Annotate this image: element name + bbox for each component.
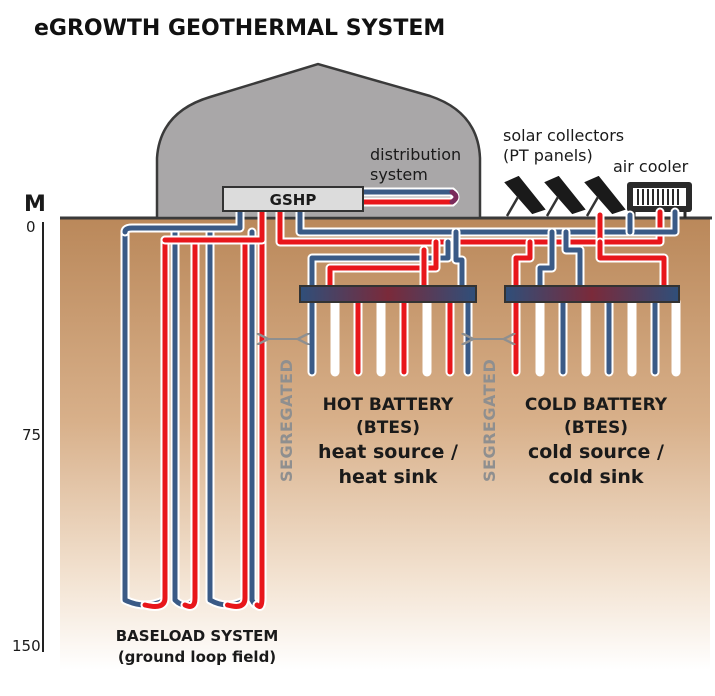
pipe-network: [120, 207, 681, 611]
baseload-label: BASELOAD SYSTEM (ground loop field): [116, 627, 279, 666]
main-header-cold: [297, 209, 678, 235]
greenhouse-building: [155, 62, 482, 220]
solar-panel: [501, 174, 549, 217]
hot-battery-role-2: heat sink: [339, 466, 438, 488]
hot-battery-role-1: heat source /: [318, 441, 458, 463]
baseload-loop-hot-leg: [182, 237, 198, 609]
hot-feeder-return: [453, 229, 465, 289]
main-header-hot: [277, 209, 663, 245]
diagram-title: eGROWTH GEOTHERMAL SYSTEM: [34, 16, 445, 41]
depth-unit-label: M: [24, 192, 46, 217]
hot-battery-title: HOT BATTERY: [323, 395, 454, 415]
air-cooler: [627, 182, 692, 218]
baseload-title: BASELOAD SYSTEM: [116, 627, 279, 645]
depth-axis: M 0 75 150: [12, 192, 46, 655]
cold-battery-role-2: cold sink: [548, 466, 643, 488]
cold-battery-role-1: cold source /: [528, 441, 664, 463]
cold-feeder-cold: [537, 229, 555, 289]
gshp-label: GSHP: [270, 191, 317, 209]
hot-battery-type: (BTES): [356, 418, 420, 438]
solar-panel: [581, 174, 629, 217]
cold-battery-label: COLD BATTERY (BTES) cold source / cold s…: [525, 395, 668, 488]
segregated-label-left: SEGREGATED: [277, 359, 296, 482]
depth-tick-75: 75: [22, 426, 41, 444]
solar-collectors: [501, 174, 629, 217]
cold-feeder-return: [597, 239, 667, 289]
cold-feeder-hot: [513, 239, 533, 289]
hot-feeder-hot: [327, 239, 439, 289]
baseload-subtitle: (ground loop field): [118, 648, 276, 666]
hot-battery-manifold: [299, 285, 477, 303]
solar-panel: [541, 174, 589, 217]
baseload-loop-hot-leg: [254, 237, 265, 609]
depth-tick-0: 0: [26, 218, 36, 236]
gshp-unit: [222, 186, 364, 212]
baseload-loop-hot-leg: [142, 237, 168, 609]
cold-battery-manifold: [504, 285, 680, 303]
hot-feeder-cold: [309, 239, 451, 289]
cold-battery-title: COLD BATTERY: [525, 395, 668, 415]
distribution-label-line2: system: [370, 165, 428, 184]
baseload-header-hot: [162, 209, 265, 243]
cold-battery-type: (BTES): [564, 418, 628, 438]
solar-label-line2: (PT panels): [503, 146, 593, 165]
hot-battery-label: HOT BATTERY (BTES) heat source / heat si…: [318, 395, 458, 488]
baseload-loop-hot-leg: [225, 237, 248, 609]
air-cooler-label: air cooler: [613, 157, 689, 176]
depth-tick-150: 150: [12, 637, 41, 655]
segregated-label-right: SEGREGATED: [480, 359, 499, 482]
cold-feeder-mid: [563, 229, 583, 289]
baseload-header-cold: [122, 209, 243, 235]
solar-label-line1: solar collectors: [503, 126, 624, 145]
distribution-pipe: [357, 187, 460, 207]
distribution-label-line1: distribution: [370, 145, 461, 164]
